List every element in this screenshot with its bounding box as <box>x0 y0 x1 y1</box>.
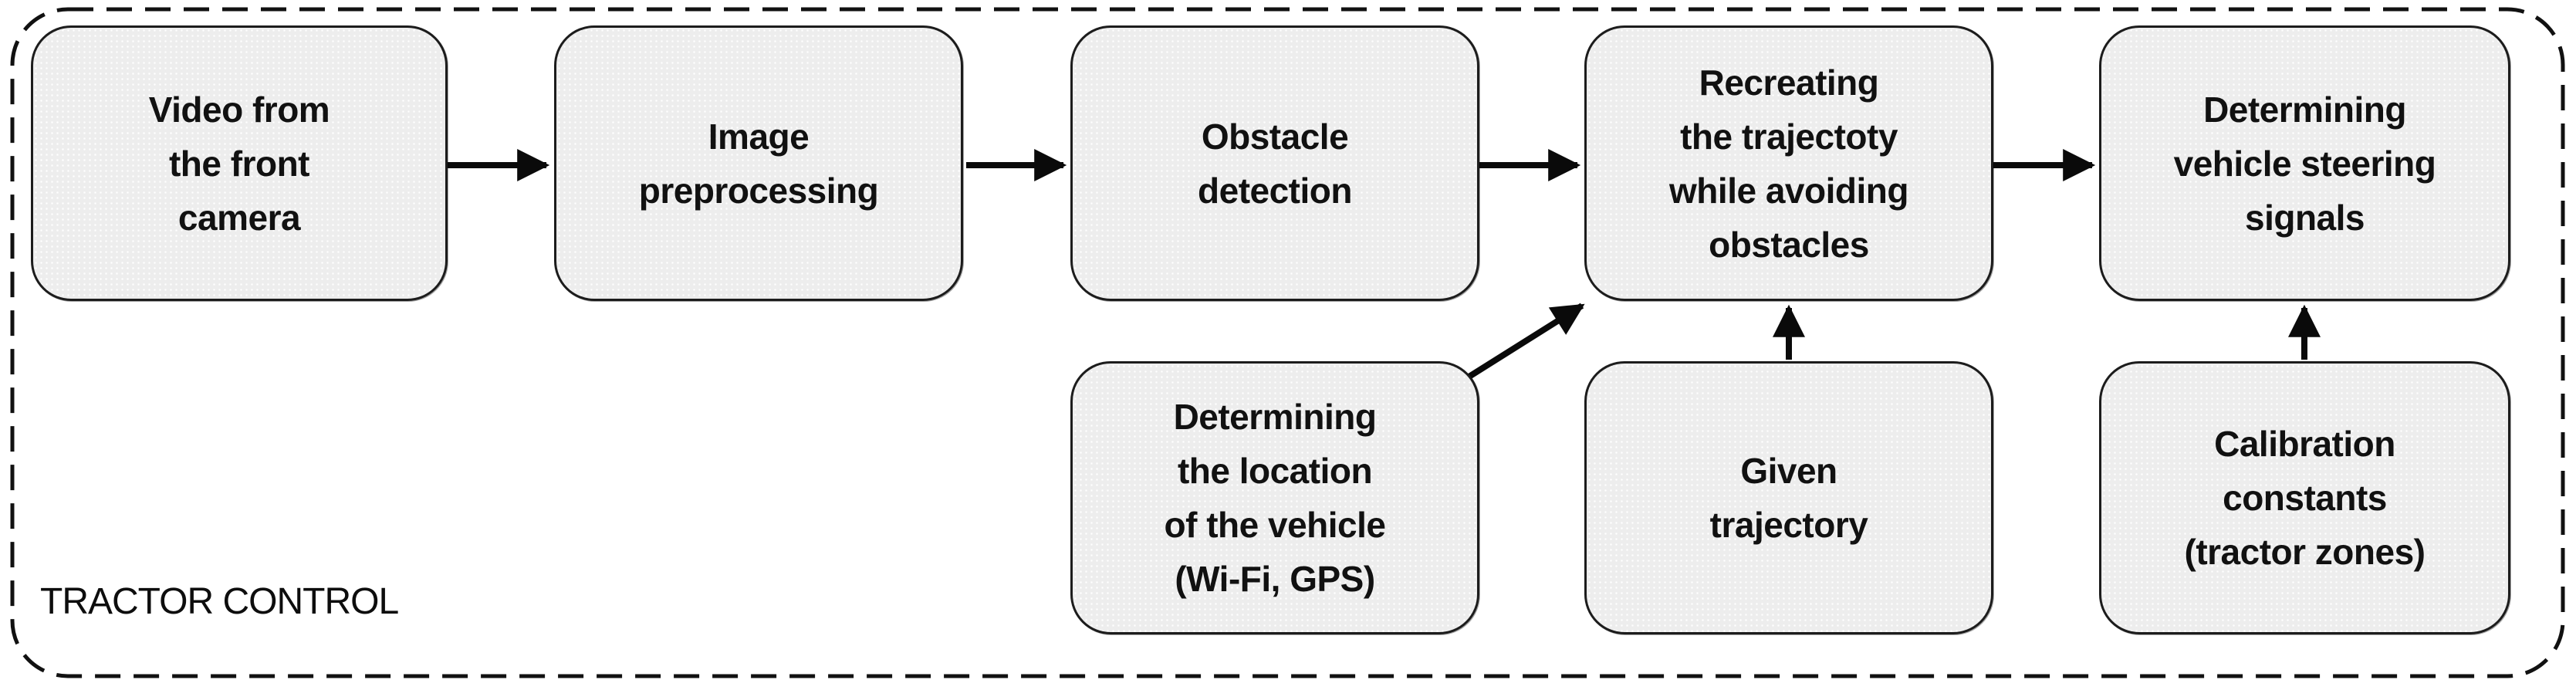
node-video-from-front-camera: Video from the front camera <box>31 25 448 301</box>
diagram-title: TRACTOR CONTROL <box>40 581 399 622</box>
node-vehicle-steering-signals: Determining vehicle steering signals <box>2099 25 2510 301</box>
node-label: Determining vehicle steering signals <box>2173 89 2436 238</box>
arrow-location-to-recreate <box>1465 303 1585 381</box>
node-label: Determining the location of the vehicle … <box>1164 397 1386 599</box>
node-obstacle-detection: Obstacle detection <box>1070 25 1479 301</box>
node-image-preprocessing: Image preprocessing <box>554 25 963 301</box>
node-vehicle-location: Determining the location of the vehicle … <box>1070 361 1479 634</box>
node-given-trajectory: Given trajectory <box>1584 361 1993 634</box>
node-label: Recreating the trajectoty while avoiding… <box>1669 62 1908 265</box>
node-label: Calibration constants (tractor zones) <box>2184 424 2426 572</box>
node-label: Video from the front camera <box>148 89 330 238</box>
node-label: Image preprocessing <box>638 116 879 211</box>
node-calibration-constants: Calibration constants (tractor zones) <box>2099 361 2510 634</box>
node-label: Obstacle detection <box>1198 116 1352 211</box>
dashed-boundary <box>10 7 2565 678</box>
node-recreating-trajectory: Recreating the trajectoty while avoiding… <box>1584 25 1993 301</box>
node-label: Given trajectory <box>1709 451 1868 545</box>
